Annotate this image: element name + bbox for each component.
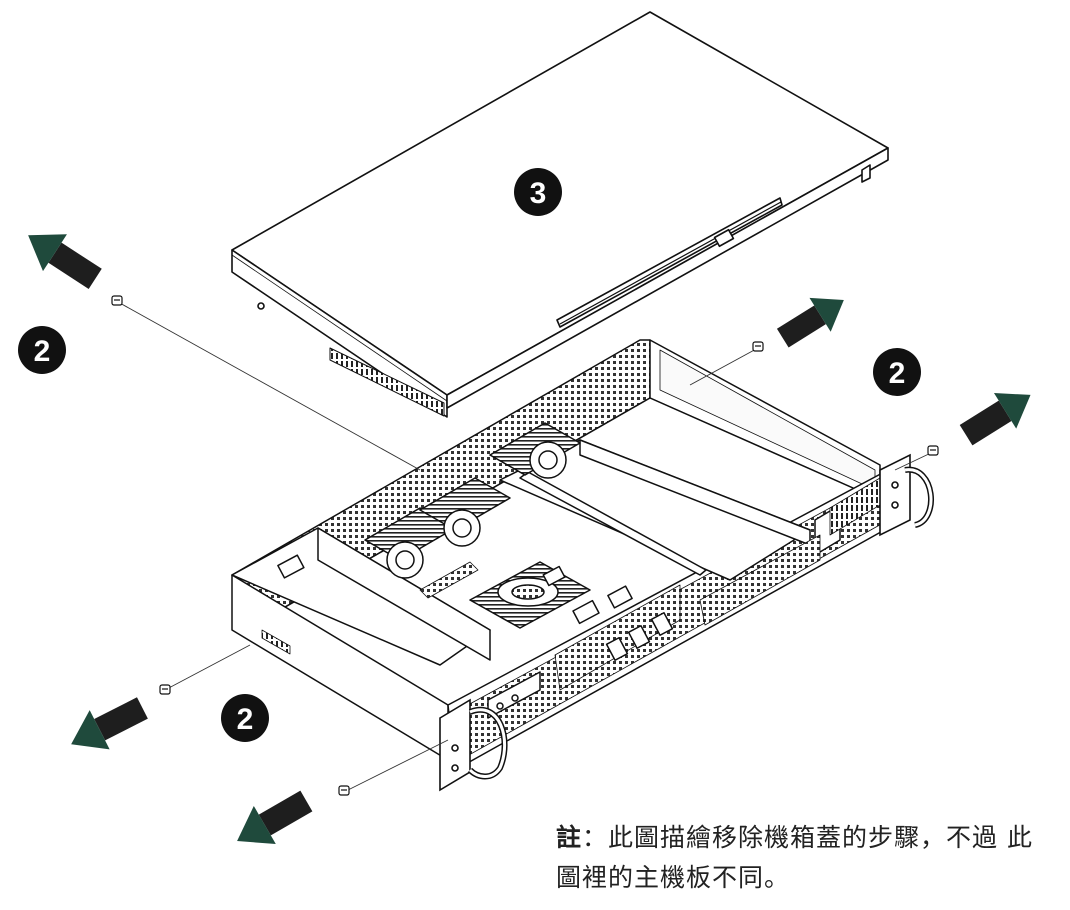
cooling-fans: [364, 422, 581, 579]
screw-icon: [338, 785, 350, 796]
arrow-up-right-icon: [959, 393, 1031, 446]
screw-icon: [927, 445, 939, 456]
screw-guides: [117, 301, 934, 793]
step-number: 2: [237, 703, 254, 736]
step-badge-left-top: 2: [18, 326, 66, 374]
rack-handle-front: [439, 698, 508, 792]
chassis-top-cover: [231, 11, 889, 418]
diagram-note: 註：此圖描繪移除機箱蓋的步驟，不過 此 圖裡的主機板不同。: [556, 818, 1061, 898]
note-text-2: 圖裡的主機板不同。: [556, 863, 791, 892]
screw-icon: [752, 341, 764, 352]
arrow-down-left-icon: [237, 790, 313, 845]
arrow-up-left-icon: [28, 234, 102, 289]
step-number: 2: [889, 357, 906, 390]
note-separator: ：: [582, 823, 609, 852]
rack-handle-right: [879, 453, 934, 537]
note-prefix: 註: [556, 823, 583, 852]
arrow-down-left-icon: [71, 697, 148, 750]
screws: [111, 295, 939, 796]
screw-icon: [111, 295, 123, 306]
step-number: 3: [530, 177, 547, 210]
note-line-1: 註：此圖描繪移除機箱蓋的步驟，不過 此: [556, 818, 1061, 858]
note-text-1: 此圖描繪移除機箱蓋的步驟，不過 此: [608, 823, 1033, 852]
step-badge-bottom-front: 2: [221, 694, 269, 742]
step-badge-right-top: 2: [873, 348, 921, 396]
step-number: 2: [34, 335, 51, 368]
chassis-body: [231, 339, 889, 771]
step-badge-cover: 3: [514, 168, 562, 216]
note-line-2: 圖裡的主機板不同。: [556, 858, 1061, 898]
arrow-up-right-icon: [776, 297, 844, 348]
screw-icon: [159, 684, 171, 695]
